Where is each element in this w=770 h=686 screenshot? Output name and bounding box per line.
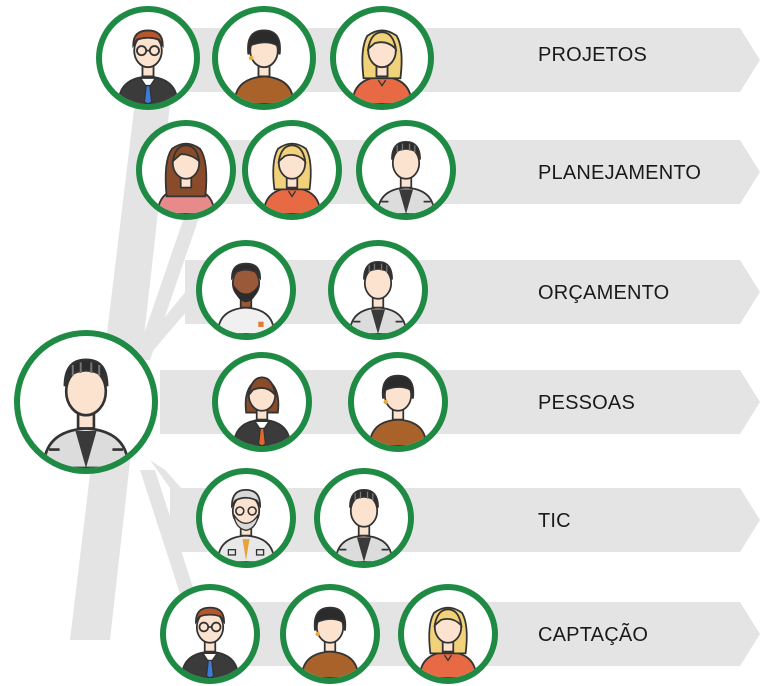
man-suit-icon [376,140,436,214]
dept-label-planejamento: PLANEJAMENTO [538,162,702,184]
member-avatar [196,240,296,340]
connector-3 [150,460,210,530]
member-avatar [328,240,428,340]
member-avatar [348,352,448,452]
woman-blonde-icon [351,29,413,104]
dept-label-orcamento: ORÇAMENTO [538,282,670,304]
member-avatar [398,584,498,684]
woman-long-brown-hair-icon [156,142,216,214]
man-gray-hair-icon [216,488,276,562]
member-avatar [136,120,236,220]
man-glasses-tie-icon [117,29,179,104]
member-avatar [196,468,296,568]
member-avatar [212,6,316,110]
member-avatar [330,6,434,110]
member-avatar [280,584,380,684]
man-beard-icon [216,262,276,334]
woman-blonde-icon [262,142,322,214]
dept-label-pessoas: PESSOAS [538,392,635,414]
member-avatar [160,584,260,684]
member-avatar [96,6,200,110]
woman-tie-icon [232,376,292,446]
man-suit-icon [42,358,130,468]
branch-band-4 [160,370,760,434]
man-glasses-tie-icon [180,606,240,678]
woman-dark-hair-icon [300,606,360,678]
man-suit-icon [348,260,408,334]
dept-label-tic: TIC [538,510,571,532]
woman-dark-hair-icon [368,374,428,446]
leader-avatar [14,330,158,474]
connector-2 [130,280,205,360]
member-avatar [314,468,414,568]
dept-label-captacao: CAPTAÇÃO [538,624,649,646]
member-avatar [242,120,342,220]
man-suit-icon [334,488,394,562]
dept-label-projetos: PROJETOS [538,44,648,66]
member-avatar [212,352,312,452]
woman-dark-hair-icon [233,29,295,104]
woman-blonde-icon [418,606,478,678]
member-avatar [356,120,456,220]
connector-1 [135,200,205,360]
